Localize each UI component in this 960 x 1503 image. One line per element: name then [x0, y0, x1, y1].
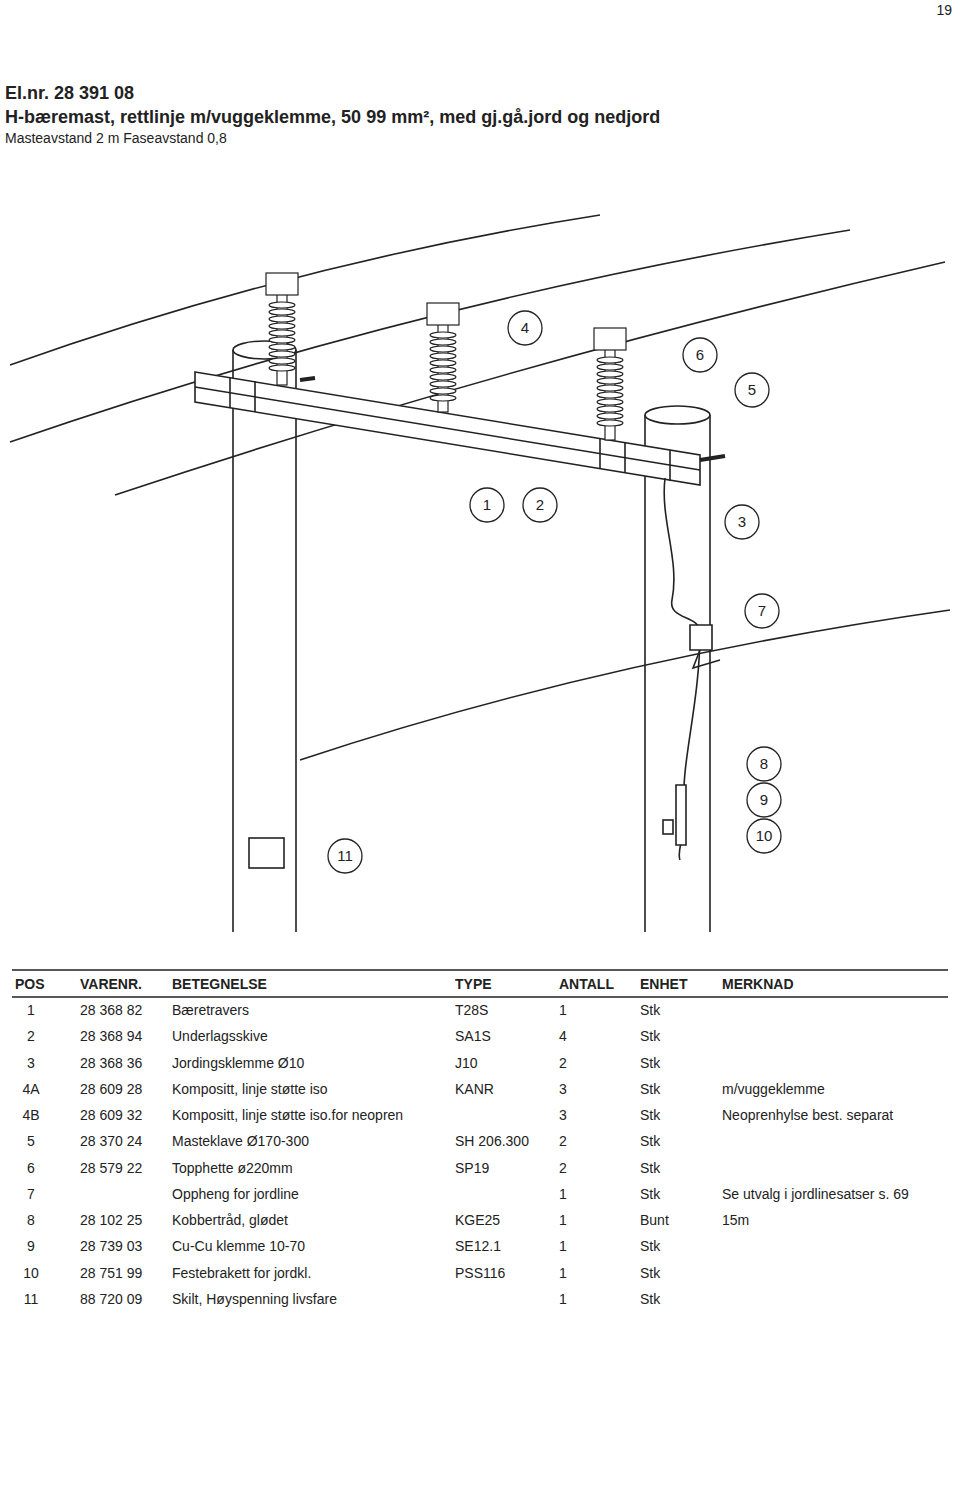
table-cell: 1 [559, 1002, 567, 1018]
table-cell: SH 206.300 [455, 1133, 529, 1149]
table-cell: 2 [559, 1160, 567, 1176]
table-cell: 28 609 32 [80, 1107, 142, 1123]
table-cell: 28 368 82 [80, 1002, 142, 1018]
table-cell: 9 [13, 1238, 49, 1254]
table-cell: 1 [559, 1212, 567, 1228]
table-cell: Cu-Cu klemme 10-70 [172, 1238, 305, 1254]
table-cell: Skilt, Høyspenning livsfare [172, 1291, 337, 1307]
table-cell: Kompositt, linje støtte iso.for neopren [172, 1107, 403, 1123]
table-cell: 1 [559, 1238, 567, 1254]
table-cell: 10 [13, 1265, 49, 1281]
table-cell: Festebrakett for jordkl. [172, 1265, 311, 1281]
table-header: POS [15, 976, 45, 992]
table-cell: 28 368 36 [80, 1055, 142, 1071]
table-cell: KGE25 [455, 1212, 500, 1228]
table-cell: 2 [559, 1055, 567, 1071]
table-cell: KANR [455, 1081, 494, 1097]
callout-number: 9 [746, 782, 782, 818]
callout-number: 8 [746, 746, 782, 782]
table-cell: 4A [13, 1081, 49, 1097]
table-cell: 15m [722, 1212, 749, 1228]
table-header: VARENR. [80, 976, 142, 992]
table-cell: 4B [13, 1107, 49, 1123]
label: Masteavstand 2 m Faseavstand 0,8 [5, 130, 227, 146]
table-cell: Oppheng for jordline [172, 1186, 299, 1202]
table-cell: 1 [559, 1265, 567, 1281]
table-cell: 28 739 03 [80, 1238, 142, 1254]
callout-number: 11 [327, 838, 363, 874]
table-cell: SA1S [455, 1028, 491, 1044]
callout-number: 7 [744, 593, 780, 629]
table-cell: Stk [640, 1291, 660, 1307]
table-cell: 5 [13, 1133, 49, 1149]
table-cell: Jordingsklemme Ø10 [172, 1055, 304, 1071]
callout-number: 5 [734, 372, 770, 408]
table-cell: Stk [640, 1186, 660, 1202]
table-cell: Se utvalg i jordlinesatser s. 69 [722, 1186, 909, 1202]
table-cell: PSS116 [455, 1265, 505, 1281]
table-cell: 3 [559, 1081, 567, 1097]
table-cell: J10 [455, 1055, 478, 1071]
table-cell: Stk [640, 1160, 660, 1176]
table-cell: 2 [13, 1028, 49, 1044]
table-cell: 28 102 25 [80, 1212, 142, 1228]
table-header: ANTALL [559, 976, 614, 992]
table-cell: Stk [640, 1028, 660, 1044]
callout-number: 2 [522, 487, 558, 523]
table-cell: 28 579 22 [80, 1160, 142, 1176]
table-cell: SP19 [455, 1160, 489, 1176]
callout-number: 10 [746, 818, 782, 854]
table-cell: Underlagsskive [172, 1028, 268, 1044]
table-cell: 28 370 24 [80, 1133, 142, 1149]
label: El.nr. 28 391 08 [5, 82, 134, 104]
table-cell: Stk [640, 1265, 660, 1281]
table-header: ENHET [640, 976, 687, 992]
table-cell: Topphette ø220mm [172, 1160, 293, 1176]
table-cell: 1 [13, 1002, 49, 1018]
table-cell: SE12.1 [455, 1238, 501, 1254]
label: 19 [936, 2, 952, 18]
callout-number: 6 [682, 337, 718, 373]
table-cell: Bæretravers [172, 1002, 249, 1018]
table-cell: Stk [640, 1081, 660, 1097]
table-cell: T28S [455, 1002, 488, 1018]
table-cell: Neoprenhylse best. separat [722, 1107, 893, 1123]
table-cell: Stk [640, 1133, 660, 1149]
table-cell: 1 [559, 1291, 567, 1307]
table-cell: Stk [640, 1002, 660, 1018]
table-cell: Stk [640, 1055, 660, 1071]
table-header: MERKNAD [722, 976, 794, 992]
callout-number: 1 [469, 487, 505, 523]
table-cell: 8 [13, 1212, 49, 1228]
table-cell: 88 720 09 [80, 1291, 142, 1307]
callout-number: 3 [724, 504, 760, 540]
table-cell: Kompositt, linje støtte iso [172, 1081, 328, 1097]
table-cell: Bunt [640, 1212, 669, 1228]
table-cell: 2 [559, 1133, 567, 1149]
table-cell: Stk [640, 1238, 660, 1254]
table-cell: Stk [640, 1107, 660, 1123]
table-cell: 3 [13, 1055, 49, 1071]
table-header: TYPE [455, 976, 492, 992]
table-cell: 28 751 99 [80, 1265, 142, 1281]
table-cell: 1 [559, 1186, 567, 1202]
table-cell: 7 [13, 1186, 49, 1202]
table-cell: 3 [559, 1107, 567, 1123]
table-header: BETEGNELSE [172, 976, 267, 992]
table-cell: 4 [559, 1028, 567, 1044]
table-cell: 28 368 94 [80, 1028, 142, 1044]
table-cell: 28 609 28 [80, 1081, 142, 1097]
table-cell: Kobbertråd, glødet [172, 1212, 288, 1228]
table-cell: 11 [13, 1291, 49, 1307]
table-cell: 6 [13, 1160, 49, 1176]
callout-number: 4 [507, 310, 543, 346]
title: H-bæremast, rettlinje m/vuggeklemme, 50 … [5, 106, 660, 128]
table-cell: Masteklave Ø170-300 [172, 1133, 309, 1149]
table-cell: m/vuggeklemme [722, 1081, 825, 1097]
